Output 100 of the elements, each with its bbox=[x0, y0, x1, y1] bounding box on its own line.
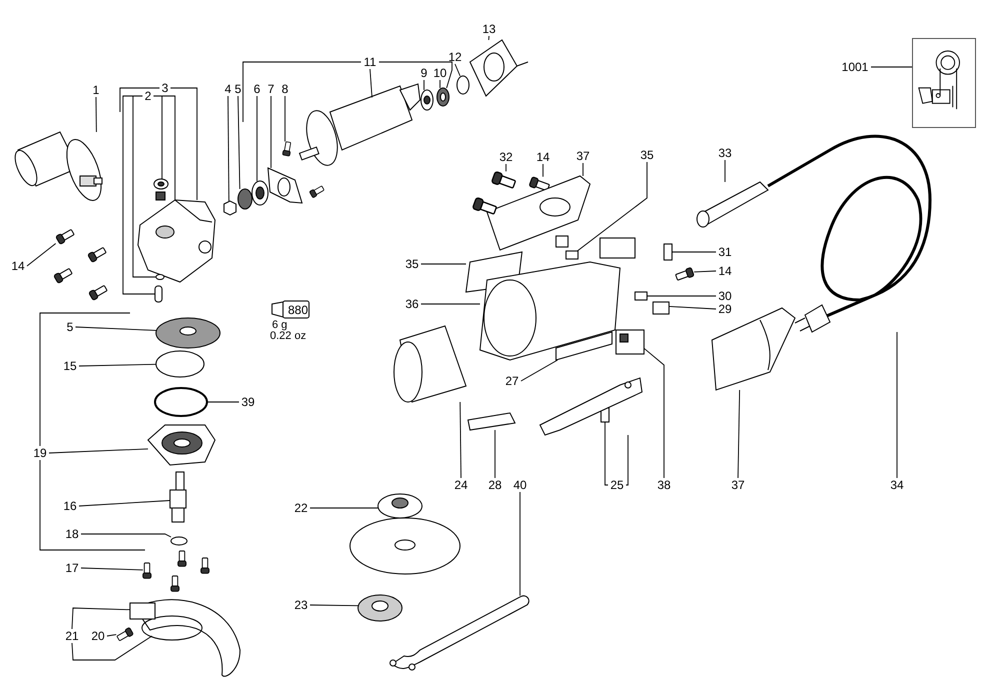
leader-line bbox=[626, 434, 628, 486]
leader-line bbox=[80, 568, 144, 570]
leader-line bbox=[80, 534, 172, 538]
callout-number: 37 bbox=[729, 478, 747, 492]
callout-number: 17 bbox=[63, 561, 81, 575]
leader-line bbox=[40, 460, 146, 550]
ball-bearing bbox=[252, 180, 268, 206]
callout-number: 34 bbox=[888, 478, 906, 492]
leader-line bbox=[256, 96, 258, 182]
screw bbox=[490, 170, 516, 189]
leader-line bbox=[78, 364, 156, 366]
callout-number: 10 bbox=[431, 66, 449, 80]
wheel-guard bbox=[130, 599, 240, 677]
rating-plate bbox=[556, 331, 612, 361]
leader-line bbox=[576, 162, 648, 252]
callout-number: 39 bbox=[239, 395, 257, 409]
carbon-brush bbox=[566, 250, 578, 260]
spanner-wrench bbox=[390, 595, 530, 670]
leader-line bbox=[170, 88, 198, 200]
callout-number: 24 bbox=[452, 478, 470, 492]
leader-line bbox=[120, 88, 160, 112]
leader-line bbox=[896, 332, 898, 478]
screw bbox=[170, 576, 180, 592]
callout-number: 40 bbox=[511, 478, 529, 492]
cord-sleeve bbox=[696, 181, 769, 228]
leader-line bbox=[78, 500, 170, 506]
leader-line bbox=[870, 66, 912, 68]
armature bbox=[298, 83, 421, 166]
power-cord bbox=[767, 134, 932, 333]
screw bbox=[178, 550, 186, 567]
callout-number: 14 bbox=[9, 259, 27, 273]
needle-bearing bbox=[156, 192, 166, 200]
callout-number: 16 bbox=[61, 499, 79, 513]
bearing-plate bbox=[267, 167, 303, 204]
callout-number: 23 bbox=[292, 598, 310, 612]
switch-slider bbox=[539, 377, 643, 436]
leader-line bbox=[378, 62, 452, 88]
bearing bbox=[154, 178, 168, 190]
leader-line bbox=[494, 430, 496, 478]
pinion-gear bbox=[238, 188, 252, 210]
callout-number: 20 bbox=[89, 629, 107, 643]
leader-line bbox=[520, 360, 558, 382]
carbon-brush bbox=[634, 292, 648, 300]
screw bbox=[142, 562, 152, 579]
leader-line bbox=[668, 306, 716, 310]
callout-number: 37 bbox=[574, 149, 592, 163]
callout-number: 36 bbox=[403, 297, 421, 311]
hex-nut bbox=[224, 200, 236, 216]
leader-line bbox=[284, 96, 286, 142]
sealing-ring bbox=[154, 387, 208, 417]
leader-line bbox=[724, 160, 726, 182]
brush-cap bbox=[652, 302, 670, 314]
leader-line bbox=[644, 348, 664, 478]
callout-number: 12 bbox=[446, 50, 464, 64]
motor-housing bbox=[479, 262, 621, 361]
callout-number: 33 bbox=[716, 146, 734, 160]
callout-number: 13 bbox=[480, 22, 498, 36]
callout-number: 18 bbox=[63, 527, 81, 541]
callout-number: 15 bbox=[61, 359, 79, 373]
callout-number: 9 bbox=[418, 66, 430, 80]
o-ring bbox=[156, 274, 164, 280]
leader-line bbox=[238, 96, 240, 190]
callout-number: 35 bbox=[403, 257, 421, 271]
side-handle bbox=[14, 131, 102, 201]
grease-quantity-label: 880 bbox=[288, 304, 308, 316]
callout-number: 1001 bbox=[839, 60, 871, 74]
callout-number: 1 bbox=[90, 83, 102, 97]
leader-line bbox=[604, 422, 608, 486]
handle-cover bbox=[486, 175, 591, 251]
grease-quantity-label: 6 g bbox=[272, 320, 288, 331]
leader-line bbox=[106, 634, 117, 636]
callout-number: 5 bbox=[64, 320, 76, 334]
callout-number: 14 bbox=[716, 264, 734, 278]
bevel-gear bbox=[156, 318, 220, 348]
brush-holder bbox=[600, 238, 636, 258]
label-strip bbox=[467, 412, 516, 431]
screw bbox=[88, 284, 108, 301]
leader-line bbox=[488, 36, 490, 40]
callout-number: 4 bbox=[222, 82, 234, 96]
leader-line bbox=[310, 604, 358, 606]
screw bbox=[472, 196, 498, 215]
callout-number: 30 bbox=[716, 289, 734, 303]
rubber-ring bbox=[456, 76, 470, 94]
callout-number: 27 bbox=[503, 374, 521, 388]
callout-number: 2 bbox=[142, 89, 154, 103]
callout-number: 32 bbox=[497, 150, 515, 164]
callout-number: 35 bbox=[638, 148, 656, 162]
mounting-flange bbox=[378, 494, 422, 518]
callout-number: 5 bbox=[232, 82, 244, 96]
o-ring bbox=[156, 350, 204, 378]
leader-line bbox=[582, 162, 584, 176]
leader-line bbox=[738, 390, 740, 478]
callout-number: 3 bbox=[160, 81, 170, 95]
leader-line bbox=[26, 243, 56, 266]
callout-number: 28 bbox=[486, 478, 504, 492]
o-ring bbox=[170, 536, 188, 546]
fan-baffle bbox=[469, 39, 528, 97]
callout-number: 14 bbox=[534, 150, 552, 164]
grease-tube bbox=[272, 300, 310, 318]
screw bbox=[282, 141, 292, 157]
